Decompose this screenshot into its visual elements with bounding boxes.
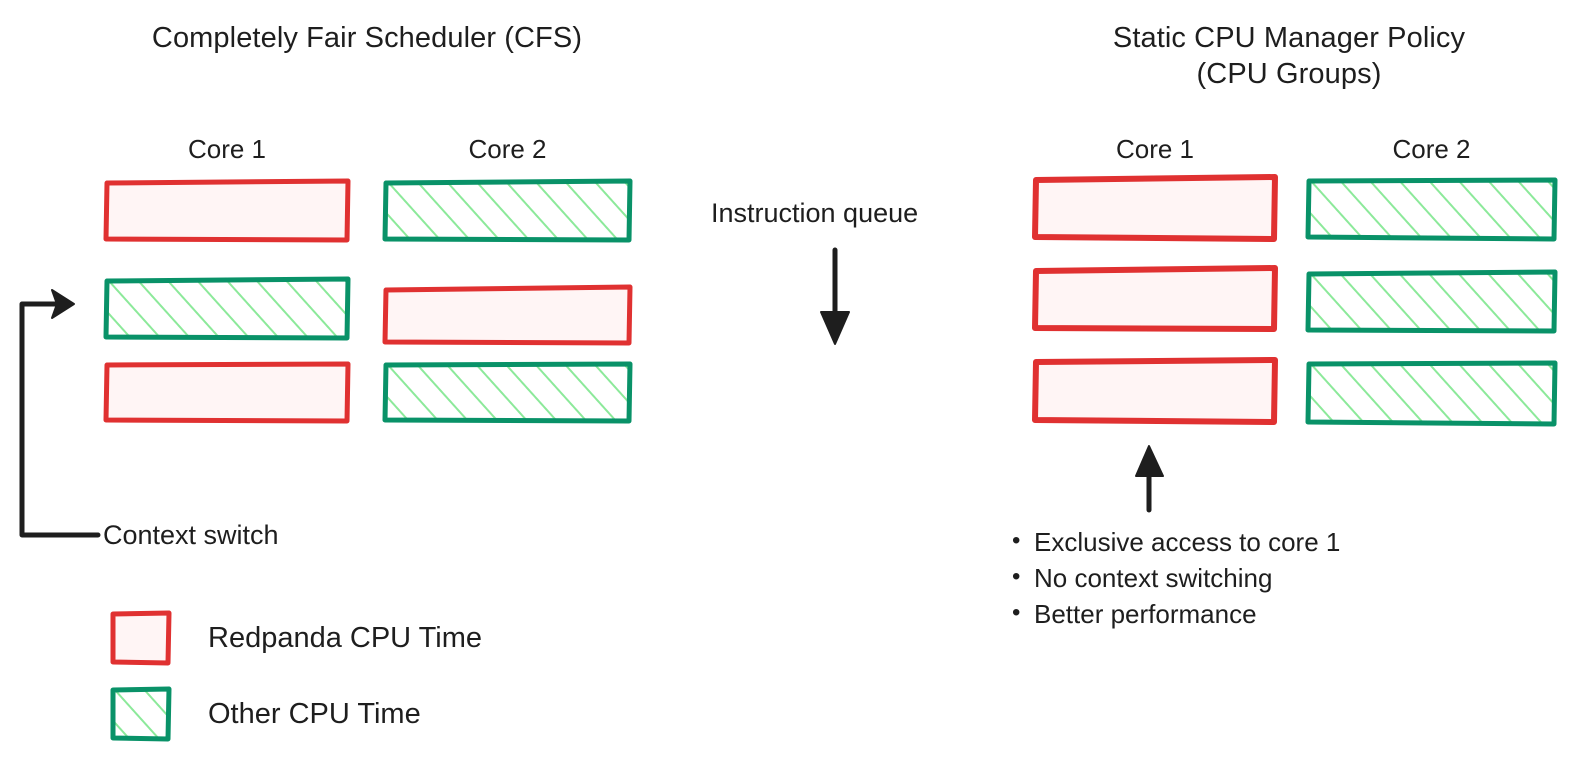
other-block-shape [382,361,633,424]
redpanda-block-shape [103,361,351,424]
right-core-2-label: Core 2 [1392,134,1471,164]
legend-item-redpanda: Redpanda CPU Time [110,610,482,666]
list-item: No context switching [1008,559,1340,596]
list-item: Exclusive access to core 1 [1008,523,1340,560]
redpanda-block-shape [1032,174,1278,242]
other-block-shape [382,178,633,243]
left-core1-slot-1[interactable] [103,178,351,243]
left-core2-slot-3[interactable] [382,361,633,424]
instruction-queue-arrow [810,247,860,348]
left-core1-slot-2[interactable] [103,276,351,341]
benefits-list: Exclusive access to core 1 No context sw… [1008,523,1340,632]
context-switch-label: Context switch [103,520,279,550]
left-core2-slot-2[interactable] [382,284,633,346]
right-core-1-label: Core 1 [1115,134,1195,164]
right-core2-slot-2[interactable] [1305,269,1558,335]
right-panel-title: Static CPU Manager Policy (CPU Groups) [1112,22,1466,90]
arrow-down-icon [820,247,850,345]
legend-swatch-redpanda [110,610,172,666]
list-item: Better performance [1008,595,1340,632]
other-block-shape [1305,177,1558,242]
left-core1-slot-3[interactable] [103,361,351,424]
other-block-shape [1305,360,1558,427]
right-core2-slot-3[interactable] [1305,360,1558,428]
legend-label-redpanda: Redpanda CPU Time [208,622,483,654]
context-switch-arrow [10,288,110,548]
redpanda-block-shape [1032,357,1278,425]
other-block-shape [1305,269,1558,334]
arrow-up-icon [1135,445,1164,513]
left-panel-title: Completely Fair Scheduler (CFS) [151,22,583,54]
context-switch-arrow-icon [19,289,101,538]
legend-label-other: Other CPU Time [208,698,421,730]
left-core-1-label: Core 1 [187,134,267,164]
right-core2-slot-1[interactable] [1305,177,1558,242]
left-core2-slot-1[interactable] [382,178,633,243]
redpanda-block-shape [103,178,351,243]
exclusive-access-arrow [1125,444,1175,514]
legend-swatch-other [110,686,172,742]
redpanda-swatch-icon [110,610,172,666]
legend-item-other: Other CPU Time [110,686,421,742]
other-block-shape [103,276,351,341]
instruction-queue-label: Instruction queue [711,198,919,228]
redpanda-block-shape [1032,265,1278,332]
left-core-2-label: Core 2 [468,134,547,164]
right-core1-slot-2[interactable] [1032,265,1278,333]
right-core1-slot-1[interactable] [1032,174,1278,243]
redpanda-block-shape [382,284,633,346]
other-swatch-icon [110,686,172,742]
right-core1-slot-3[interactable] [1032,357,1278,425]
